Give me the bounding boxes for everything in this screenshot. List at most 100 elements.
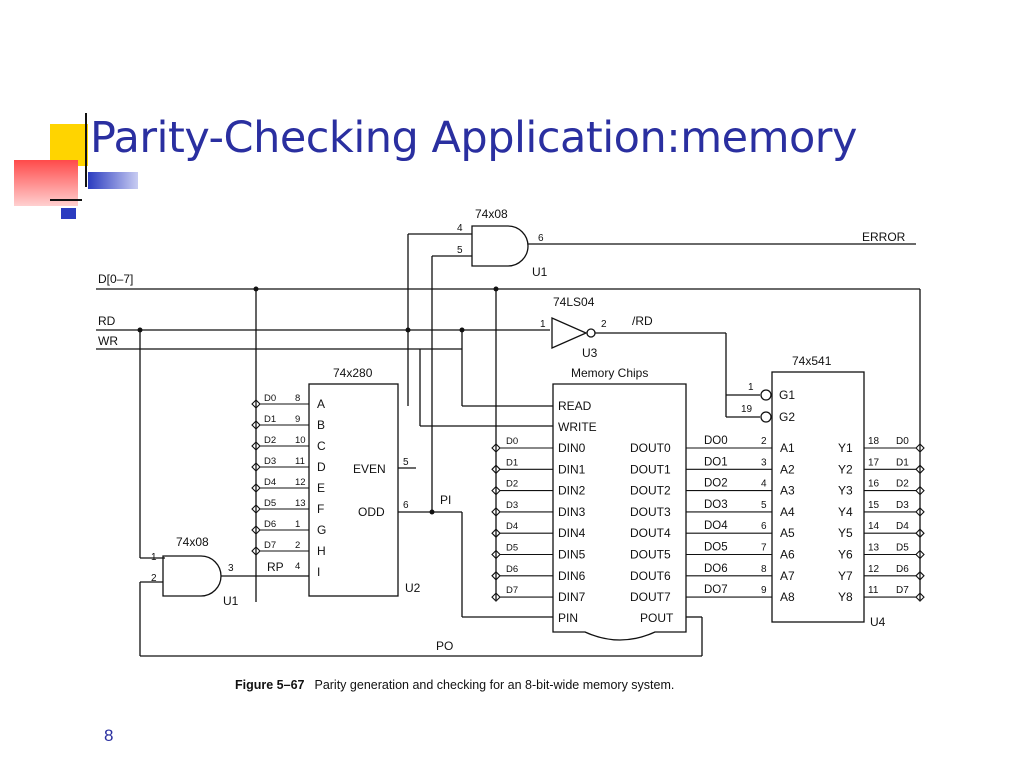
parity-input-pin: 13 xyxy=(295,498,306,509)
parity-input-signal: D3 xyxy=(264,456,276,467)
buffer-part: 74x541 xyxy=(792,354,832,368)
top-gate-pin-out: 6 xyxy=(538,233,544,244)
buffer-a-pin: 7 xyxy=(761,543,767,554)
buffer-y-label: Y5 xyxy=(838,526,853,540)
memory-din-label: DIN5 xyxy=(558,548,586,562)
read-label: READ xyxy=(558,399,592,413)
memory-bus-label: D4 xyxy=(506,521,518,532)
buffer-y-label: Y6 xyxy=(838,548,853,562)
memory-dout-label: DOUT4 xyxy=(630,526,671,540)
memory-bus-label: D7 xyxy=(506,585,518,596)
bus-tap xyxy=(251,441,261,451)
parity-input-port: F xyxy=(317,502,324,516)
bus-tap xyxy=(915,549,925,560)
buffer-y-label: Y1 xyxy=(838,441,853,455)
parity-input-signal: D4 xyxy=(264,477,276,488)
do-label: DO0 xyxy=(704,435,728,447)
memory-dout-label: DOUT5 xyxy=(630,548,671,562)
memory-bus-label: D5 xyxy=(506,543,518,554)
decor-blue-bar xyxy=(88,172,138,189)
top-gate-part: 74x08 xyxy=(475,207,508,221)
buffer-y-label: Y7 xyxy=(838,569,853,583)
bus-tap xyxy=(491,464,501,475)
bus-tap xyxy=(251,483,261,493)
parity-chip-part: 74x280 xyxy=(333,366,373,380)
buffer-a-pin: 4 xyxy=(761,479,767,490)
buffer-out-label: D2 xyxy=(896,479,909,490)
do-label: DO5 xyxy=(704,542,728,554)
bus-tap xyxy=(251,399,261,409)
memory-din-label: DIN0 xyxy=(558,441,586,455)
buffer-y-label: Y8 xyxy=(838,590,853,604)
buffer-y-pin: 17 xyxy=(868,457,880,468)
do-label: DO6 xyxy=(704,563,728,575)
buffer-y-pin: 14 xyxy=(868,521,880,532)
error-label: ERROR xyxy=(862,230,906,244)
wr-label: WR xyxy=(98,334,118,348)
memory-bus-label: D0 xyxy=(506,436,518,447)
bottom-gate-pin-b: 2 xyxy=(151,573,157,584)
buffer-a-pin: 2 xyxy=(761,436,767,447)
memory-dout-label: DOUT1 xyxy=(630,462,671,476)
top-gate-pin-b: 5 xyxy=(457,245,463,256)
odd-pin: 6 xyxy=(403,500,409,511)
bus-tap xyxy=(915,485,925,496)
memory-bus-label: D6 xyxy=(506,564,518,575)
bus-tap xyxy=(915,507,925,517)
decor-blue-square xyxy=(61,208,76,219)
bus-tap xyxy=(251,525,261,535)
decor-vertical-rule xyxy=(85,113,87,187)
buffer-out-label: D1 xyxy=(896,457,909,468)
parity-input-signal: D7 xyxy=(264,540,276,551)
buffer-a-pin: 5 xyxy=(761,500,767,511)
figure-caption-label: Figure 5–67 xyxy=(235,678,305,692)
memory-dout-label: DOUT3 xyxy=(630,505,671,519)
rd-label: RD xyxy=(98,314,116,328)
bus-tap xyxy=(915,443,925,453)
bottom-gate-pin-a: 1 xyxy=(151,552,157,563)
buffer-y-pin: 13 xyxy=(868,543,880,554)
buffer-y-pin: 16 xyxy=(868,479,880,490)
memory-title: Memory Chips xyxy=(571,366,648,380)
memory-din-label: DIN3 xyxy=(558,505,586,519)
pout-label: POUT xyxy=(640,611,674,625)
parity-input-port: G xyxy=(317,523,326,537)
parity-input-port: B xyxy=(317,418,325,432)
bus-tap xyxy=(251,546,261,556)
bus-tap xyxy=(915,464,925,475)
bus-tap xyxy=(491,507,501,517)
inverter-ref: U3 xyxy=(582,346,598,360)
parity-input-pin: 10 xyxy=(295,435,306,446)
memory-dout-label: DOUT2 xyxy=(630,484,671,498)
slide-title: Parity-Checking Application:memory xyxy=(90,113,857,163)
inverter-pin-in: 1 xyxy=(540,319,546,330)
data-bus-label: D[0–7] xyxy=(98,272,133,286)
memory-din-label: DIN1 xyxy=(558,462,586,476)
bus-tap xyxy=(915,571,925,581)
parity-input-pin: 8 xyxy=(295,393,300,404)
memory-din-label: DIN4 xyxy=(558,526,586,540)
parity-input-pin: 12 xyxy=(295,477,306,488)
buffer-a-pin: 3 xyxy=(761,457,767,468)
bus-tap xyxy=(251,462,261,472)
parity-input-pin: 2 xyxy=(295,540,300,551)
buffer-y-pin: 18 xyxy=(868,436,880,447)
buffer-a-label: A7 xyxy=(780,569,795,583)
do-label: DO3 xyxy=(704,499,728,511)
buffer-out-label: D4 xyxy=(896,521,909,532)
buffer-out-label: D7 xyxy=(896,585,909,596)
parity-input-port: D xyxy=(317,460,326,474)
parity-input-signal: D2 xyxy=(264,435,276,446)
g2-label: G2 xyxy=(779,410,795,424)
memory-dout-label: DOUT0 xyxy=(630,441,671,455)
po-label: PO xyxy=(436,639,453,653)
buffer-y-label: Y2 xyxy=(838,462,853,476)
g1-pin: 1 xyxy=(748,382,754,393)
buffer-out-label: D0 xyxy=(896,436,909,447)
parity-input-pin: 11 xyxy=(295,456,305,467)
buffer-y-pin: 12 xyxy=(868,564,880,575)
buffer-ref: U4 xyxy=(870,615,886,629)
parity-input-port: E xyxy=(317,481,325,495)
memory-dout-label: DOUT7 xyxy=(630,590,671,604)
